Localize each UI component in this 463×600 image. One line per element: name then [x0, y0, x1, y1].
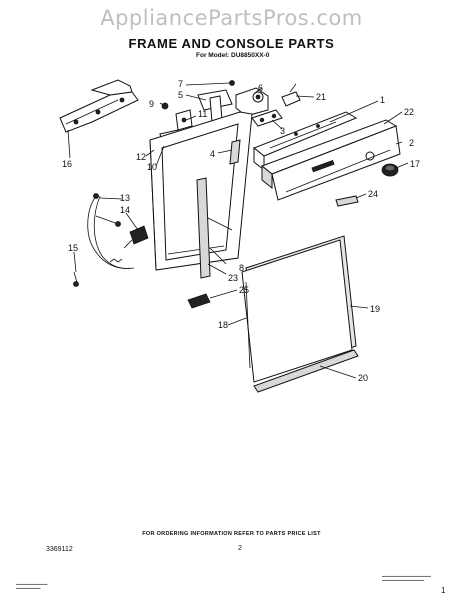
callout-20: 20: [358, 373, 368, 383]
part-21-switch: [281, 83, 301, 107]
part-3-bracket: [251, 109, 283, 127]
callout-24: 24: [368, 189, 378, 199]
page-number: 2: [238, 545, 242, 552]
part-14-switch-assembly: [123, 225, 149, 249]
callout-9: 9: [149, 99, 154, 109]
callout-12: 12: [136, 152, 146, 162]
ordering-note: FOR ORDERING INFORMATION REFER TO PARTS …: [142, 531, 321, 537]
part-2-control-panel: [271, 125, 401, 201]
callout-17: 17: [410, 159, 420, 169]
callout-5: 5: [178, 90, 183, 100]
callout-21: 21: [316, 92, 326, 102]
callout-3: 3: [280, 126, 285, 136]
callout-18: 18: [218, 320, 228, 330]
part-25-clip: [187, 293, 211, 309]
fine-print-right: ▬▬▬▬▬▬▬▬▬▬▬▬▬▬▬▬▬▬▬▬▬▬▬▬▬▬: [382, 574, 431, 582]
document-number: 3369112: [46, 546, 73, 553]
callout-1: 1: [380, 95, 385, 105]
watermark: AppliancePartsPros.com: [100, 6, 363, 30]
callout-13: 13: [120, 193, 130, 203]
part-15-screw: [73, 271, 79, 287]
callout-labels: 1 2 3 4 5 6 7 8 9 10 11 12 13 14 15 16 1…: [62, 79, 420, 383]
corner-mark: 1: [441, 586, 446, 595]
callout-23: 23: [228, 273, 238, 283]
part-24-nameplate: [335, 195, 359, 207]
callout-10: 10: [147, 162, 157, 172]
part-13-wire-harness: [87, 193, 135, 269]
part-17-knob: [381, 163, 399, 177]
part-7-screw: [229, 80, 235, 86]
callout-11: 11: [198, 109, 207, 119]
callout-22: 22: [404, 107, 414, 117]
callout-16: 16: [62, 159, 72, 169]
part-6-latch: [235, 87, 269, 117]
callout-25: 25: [239, 285, 249, 295]
part-1-console-panel: [253, 111, 358, 172]
callout-15: 15: [68, 243, 78, 253]
fine-print-left: ▬▬▬▬▬▬▬▬▬▬▬▬▬▬▬▬: [16, 582, 48, 590]
part-23-strip: [196, 177, 211, 279]
callout-8: 8: [239, 263, 244, 273]
callout-6: 6: [258, 83, 263, 93]
part-11-clip: [175, 109, 193, 131]
callout-7: 7: [178, 79, 183, 89]
part-16-console-bracket: [59, 79, 139, 133]
part-4-latch-plate: [229, 139, 241, 165]
callout-14: 14: [120, 205, 130, 215]
model-line: For Model: DU8850XX-0: [196, 52, 270, 59]
leader-lines: [67, 82, 409, 379]
callout-2: 2: [409, 138, 414, 148]
part-18-inner-door-panel: [241, 239, 353, 383]
page-title: FRAME AND CONSOLE PARTS: [128, 36, 335, 51]
part-5-hinge-bracket: [197, 89, 233, 123]
part-20-bottom-trim: [253, 349, 359, 393]
callout-4: 4: [210, 149, 215, 159]
callout-19: 19: [370, 304, 380, 314]
